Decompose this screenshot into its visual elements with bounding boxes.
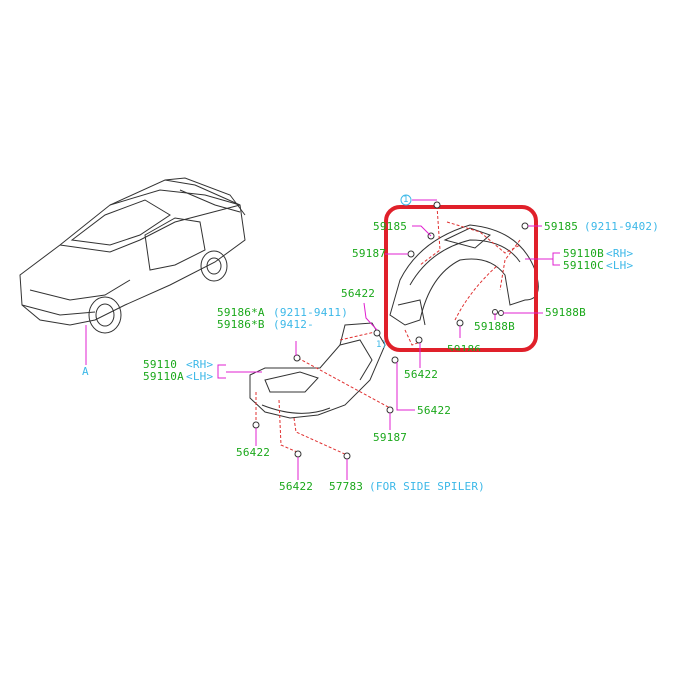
label-59187-upper: 59187 bbox=[352, 247, 387, 260]
clip-icon bbox=[391, 356, 399, 364]
callout-ref-cut: 1) bbox=[376, 340, 388, 350]
leader-lines bbox=[217, 199, 560, 480]
clip-icon bbox=[433, 201, 441, 209]
clip-icon bbox=[498, 310, 504, 316]
label-59186a: 59186*A bbox=[217, 306, 265, 319]
label-59186b-note: (9412- bbox=[273, 318, 314, 331]
fender-dashed-lines bbox=[404, 205, 521, 346]
label-57783-note: (FOR SIDE SPILER) bbox=[369, 480, 485, 493]
label-57783: 57783 bbox=[329, 480, 364, 493]
label-59185-note: (9211-9402) bbox=[584, 220, 660, 233]
label-59110c-note: <LH> bbox=[606, 259, 634, 272]
car-illustration bbox=[19, 177, 246, 334]
label-59110c: 59110C bbox=[563, 259, 604, 272]
under-cover bbox=[249, 322, 386, 419]
highlight-box bbox=[384, 205, 538, 352]
fender-liner bbox=[389, 224, 539, 326]
label-59110b: 59110B bbox=[563, 247, 604, 260]
view-ref-a: A bbox=[82, 365, 89, 378]
label-59188b-right: 59188B bbox=[545, 306, 586, 319]
clip-icon bbox=[294, 450, 302, 458]
label-59110a-note: <LH> bbox=[186, 370, 214, 383]
label-59110: 59110 bbox=[143, 358, 178, 371]
fasteners bbox=[252, 201, 529, 460]
label-59188b-bottom: 59188B bbox=[474, 320, 515, 333]
clip-icon bbox=[415, 336, 423, 344]
label-59185-right: 59185 bbox=[544, 220, 579, 233]
label-59186b: 59186*B bbox=[217, 318, 265, 331]
label-56422-bottom: 56422 bbox=[279, 480, 314, 493]
clip-icon bbox=[407, 250, 415, 258]
clip-icon bbox=[386, 406, 394, 414]
label-56422-upper: 56422 bbox=[341, 287, 376, 300]
label-59110b-note: <RH> bbox=[606, 247, 634, 260]
label-59186a-note: (9211-9411) bbox=[273, 306, 349, 319]
clip-icon bbox=[252, 421, 260, 429]
cover-dashed-lines bbox=[255, 331, 391, 456]
callout-ref: 1 bbox=[403, 195, 409, 205]
label-59110-note: <RH> bbox=[186, 358, 214, 371]
callout-circle bbox=[400, 194, 412, 206]
clip-icon bbox=[456, 319, 464, 327]
label-59110a: 59110A bbox=[143, 370, 184, 383]
label-59185-left: 59185 bbox=[373, 220, 408, 233]
label-59187-lower: 59187 bbox=[373, 431, 408, 444]
label-56422-left: 56422 bbox=[236, 446, 271, 459]
clip-icon bbox=[373, 329, 381, 337]
label-56422-right: 56422 bbox=[417, 404, 452, 417]
clip-icon bbox=[521, 222, 529, 230]
label-56422-mid: 56422 bbox=[404, 368, 439, 381]
clip-icon bbox=[293, 354, 301, 362]
clip-icon bbox=[343, 452, 351, 460]
label-59186-cut: 59186 bbox=[447, 344, 482, 351]
